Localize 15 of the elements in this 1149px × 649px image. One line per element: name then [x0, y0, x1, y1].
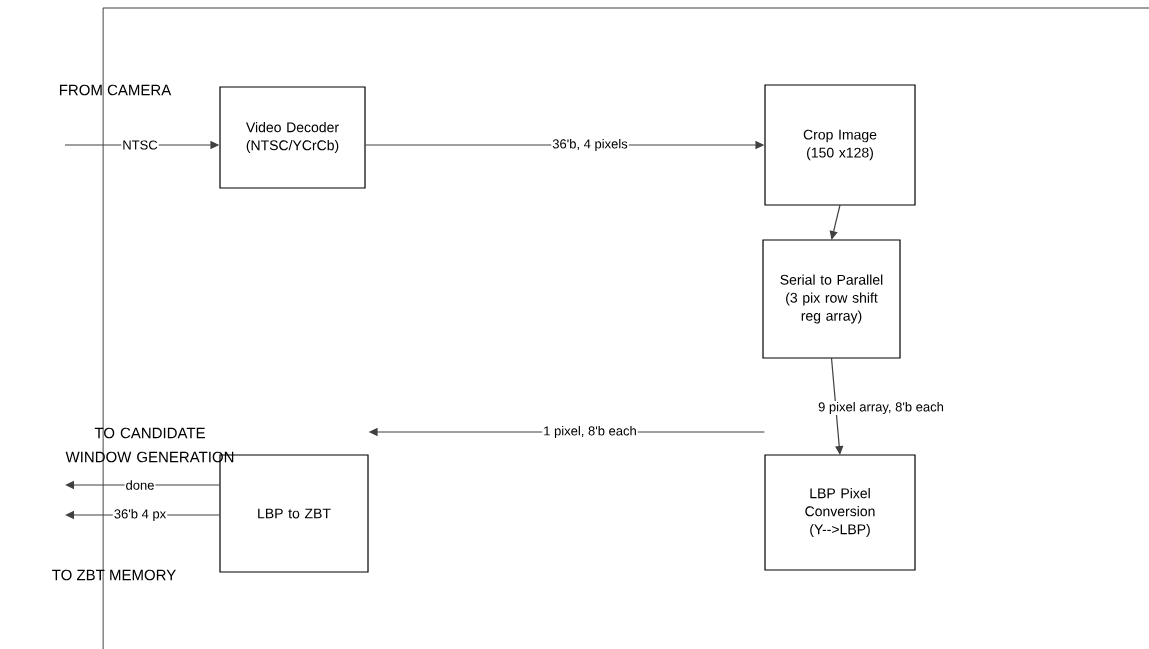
process-box: Serial to Parallel (3 pix row shift reg array)	[762, 239, 901, 359]
signal-label: TO ZBT MEMORY	[52, 569, 176, 581]
process-box: Video Decoder (NTSC/YCrCb)	[219, 86, 366, 189]
edge-label: NTSC	[121, 139, 159, 151]
edge-label: done	[124, 479, 156, 491]
process-box: LBP Pixel Conversion (Y-->LBP)	[764, 454, 916, 571]
signal-label: FROM CAMERA	[60, 84, 172, 96]
arrow	[829, 204, 841, 240]
edge-label: 1 pixel, 8'b each	[542, 424, 638, 440]
arrow	[830, 357, 844, 455]
signal-label: TO CANDIDATE WINDOW GENERATION	[65, 427, 234, 463]
edge-label: 36'b, 4 pixels	[551, 137, 629, 153]
process-box: Crop Image (150 x128)	[764, 84, 916, 206]
edge-label: 9 pixel array, 8'b each	[817, 400, 945, 416]
edge-label: 36'b 4 px	[112, 507, 168, 523]
